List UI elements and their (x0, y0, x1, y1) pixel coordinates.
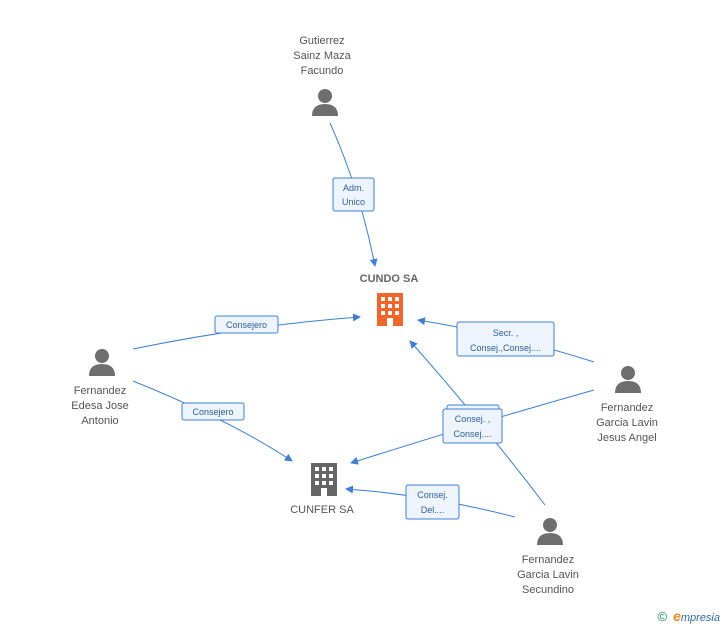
edge-label-line: Del.... (421, 505, 445, 515)
edge-secundino-cunfer[interactable]: Consej. Del.... (345, 484, 516, 520)
person-icon (615, 366, 641, 393)
person-name-line: Garcia Lavin (517, 569, 579, 581)
edge-label-line: Consejero (226, 320, 267, 330)
person-node-gutierrez[interactable]: Gutierrez Sainz Maza Facundo (293, 35, 352, 116)
edge-gutierrez-cundo[interactable]: Adm. Unico (329, 122, 378, 267)
edge-label-line: Adm. (343, 183, 364, 193)
edge-label-line: Consej. , (455, 414, 491, 424)
person-name-line: Fernandez (522, 554, 575, 566)
building-icon (311, 463, 337, 496)
edge-label-line: Consejero (192, 407, 233, 417)
person-icon (89, 349, 115, 376)
company-name: CUNFER SA (290, 504, 354, 516)
person-name-line: Gutierrez (299, 35, 344, 47)
building-icon (377, 293, 403, 326)
edge-label-line: Unico (342, 197, 365, 207)
person-name-line: Edesa Jose (71, 400, 128, 412)
person-name-line: Secundino (522, 584, 574, 596)
edge-label-line: Consej.... (453, 429, 491, 439)
brand-logo-initial: e (673, 608, 681, 624)
edge-label-line: Consej. (417, 490, 448, 500)
edge-edesa-cundo[interactable]: Consejero (132, 313, 361, 350)
edge-jesus-cundo[interactable]: Secr. , Consej.,Consej.... (417, 317, 595, 363)
person-name-line: Antonio (81, 415, 118, 427)
edge-label-line: Consej.,Consej.... (470, 343, 541, 353)
person-name-line: Sainz Maza (293, 50, 351, 62)
company-node-cundo[interactable]: CUNDO SA (360, 273, 419, 326)
person-icon (537, 518, 563, 545)
person-node-edesa[interactable]: Fernandez Edesa Jose Antonio (71, 349, 129, 427)
brand-footer: © empresia (657, 608, 720, 624)
person-name-line: Facundo (301, 65, 344, 77)
brand-logo-text: mpresia (680, 612, 720, 624)
edge-jesus-cunfer[interactable]: Consej. , Consej.... (350, 389, 595, 465)
person-icon (312, 89, 338, 116)
edge-label-line: Secr. , (493, 328, 519, 338)
person-node-jesus[interactable]: Fernandez Garcia Lavin Jesus Angel (596, 366, 658, 444)
person-name-line: Jesus Angel (597, 432, 656, 444)
person-name-line: Garcia Lavin (596, 417, 658, 429)
copyright-symbol: © (657, 609, 668, 624)
company-node-cunfer[interactable]: CUNFER SA (290, 463, 354, 516)
edge-edesa-cunfer[interactable]: Consejero (132, 380, 293, 462)
person-name-line: Fernandez (74, 385, 127, 397)
person-name-line: Fernandez (601, 402, 654, 414)
company-name: CUNDO SA (360, 273, 419, 285)
person-node-secundino[interactable]: Fernandez Garcia Lavin Secundino (517, 518, 579, 596)
